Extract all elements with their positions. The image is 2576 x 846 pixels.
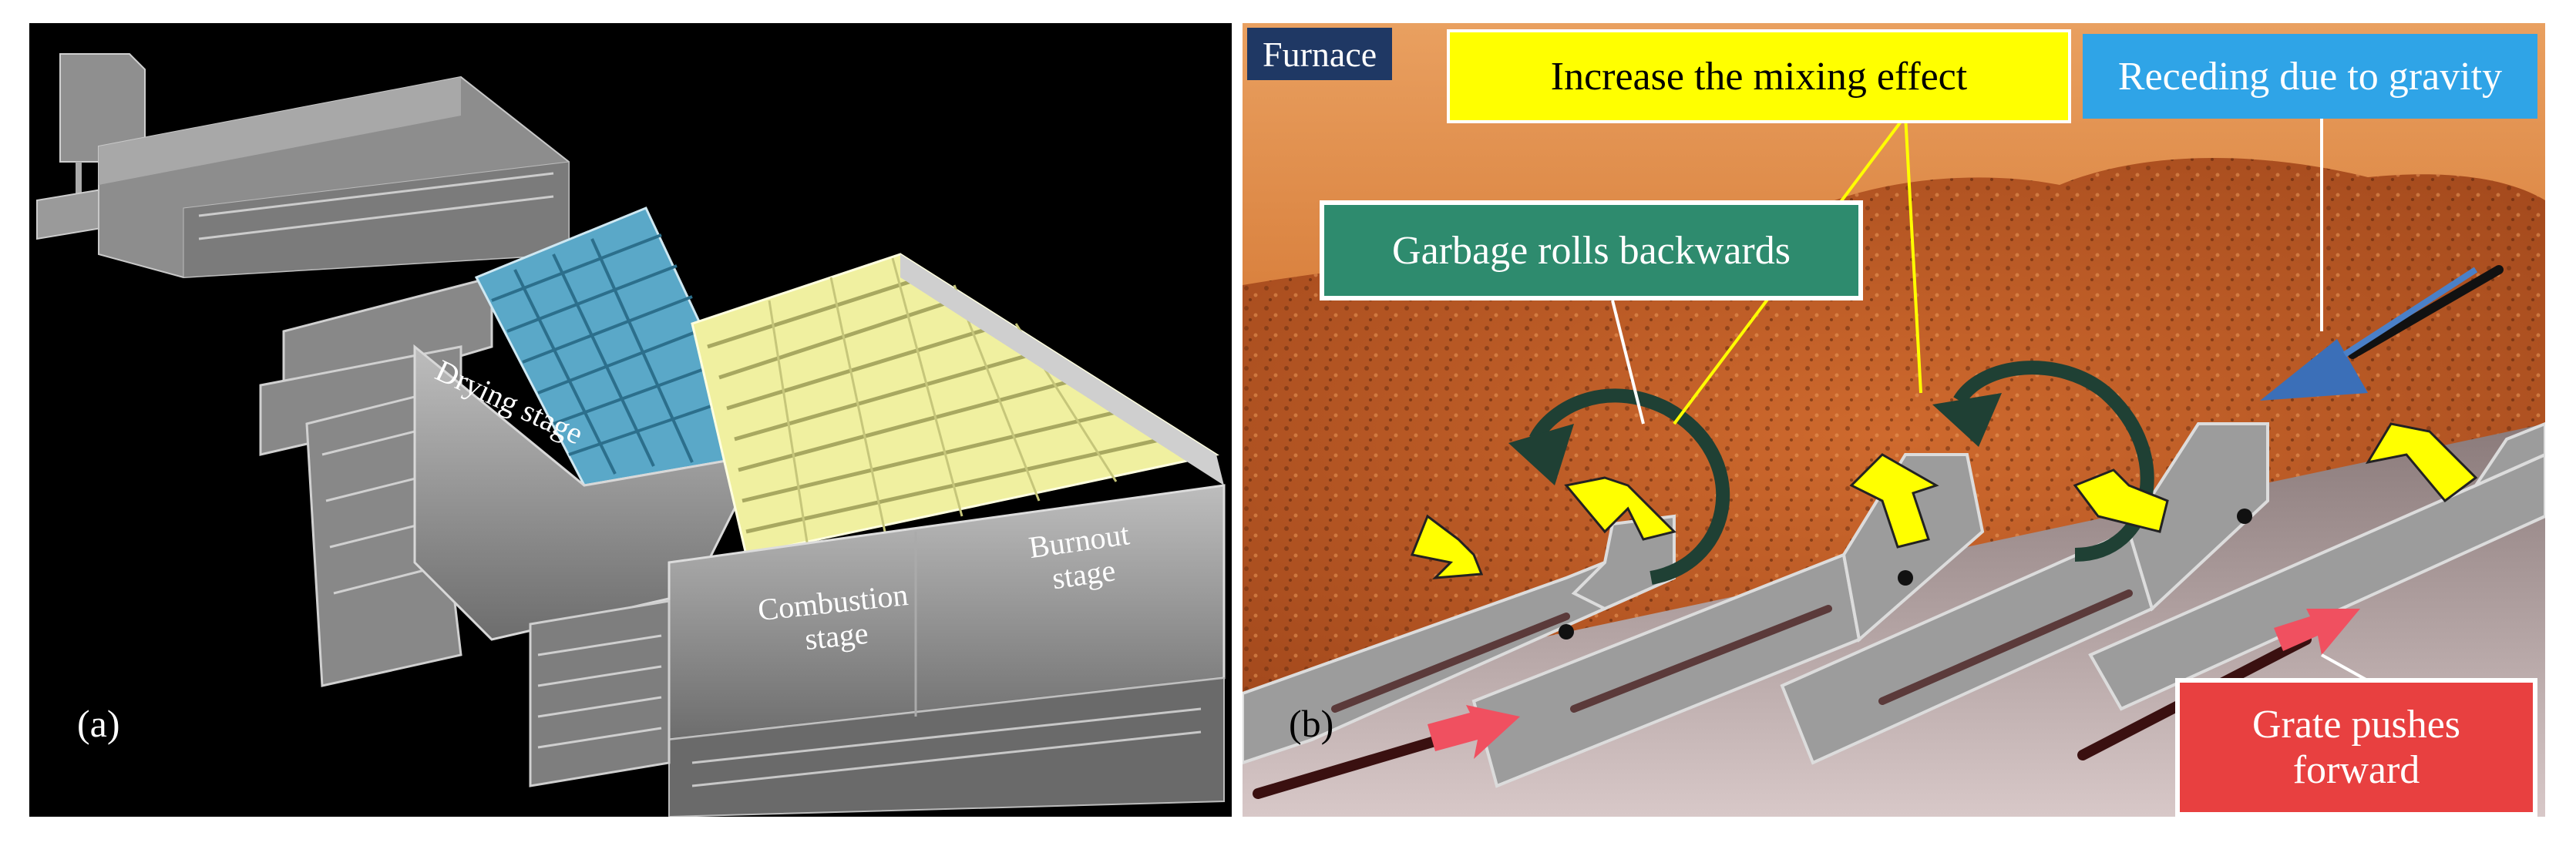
- grate-pushes-callout: Grate pushes forward: [2175, 678, 2537, 817]
- receding-callout: Receding due to gravity: [2083, 34, 2537, 119]
- mixing-effect-callout: Increase the mixing effect: [1447, 29, 2071, 123]
- combustion-grate: [691, 253, 1219, 556]
- panel-a-letter: (a): [77, 702, 120, 745]
- rolling-arcs: [1528, 361, 2154, 585]
- furnace-badge: Furnace: [1247, 28, 1393, 80]
- grate-steps: [1243, 421, 2545, 788]
- garbage-rolls-callout: Garbage rolls backwards: [1320, 200, 1863, 300]
- drying-grate: [474, 206, 764, 487]
- grate-3d-model: [36, 53, 1226, 817]
- right-rail: [900, 254, 1224, 485]
- feed-hopper: [36, 53, 570, 279]
- gravity-arrow: [2260, 265, 2504, 401]
- panel-b-grate-mechanism: Furnace Increase the mixing effect Reced…: [1243, 23, 2545, 817]
- panel-a-grate-model: Drying stage Combustion stage Burnout st…: [29, 23, 1232, 817]
- front-housing: [668, 484, 1226, 817]
- under-structure: [529, 599, 671, 787]
- panel-b-letter: (b): [1289, 702, 1334, 745]
- roll-arrowhead: [1508, 424, 1574, 485]
- roll-arrowhead: [1932, 393, 2002, 447]
- grate-push-arrows: [1428, 609, 2360, 759]
- mixing-arrows: [1410, 422, 2478, 579]
